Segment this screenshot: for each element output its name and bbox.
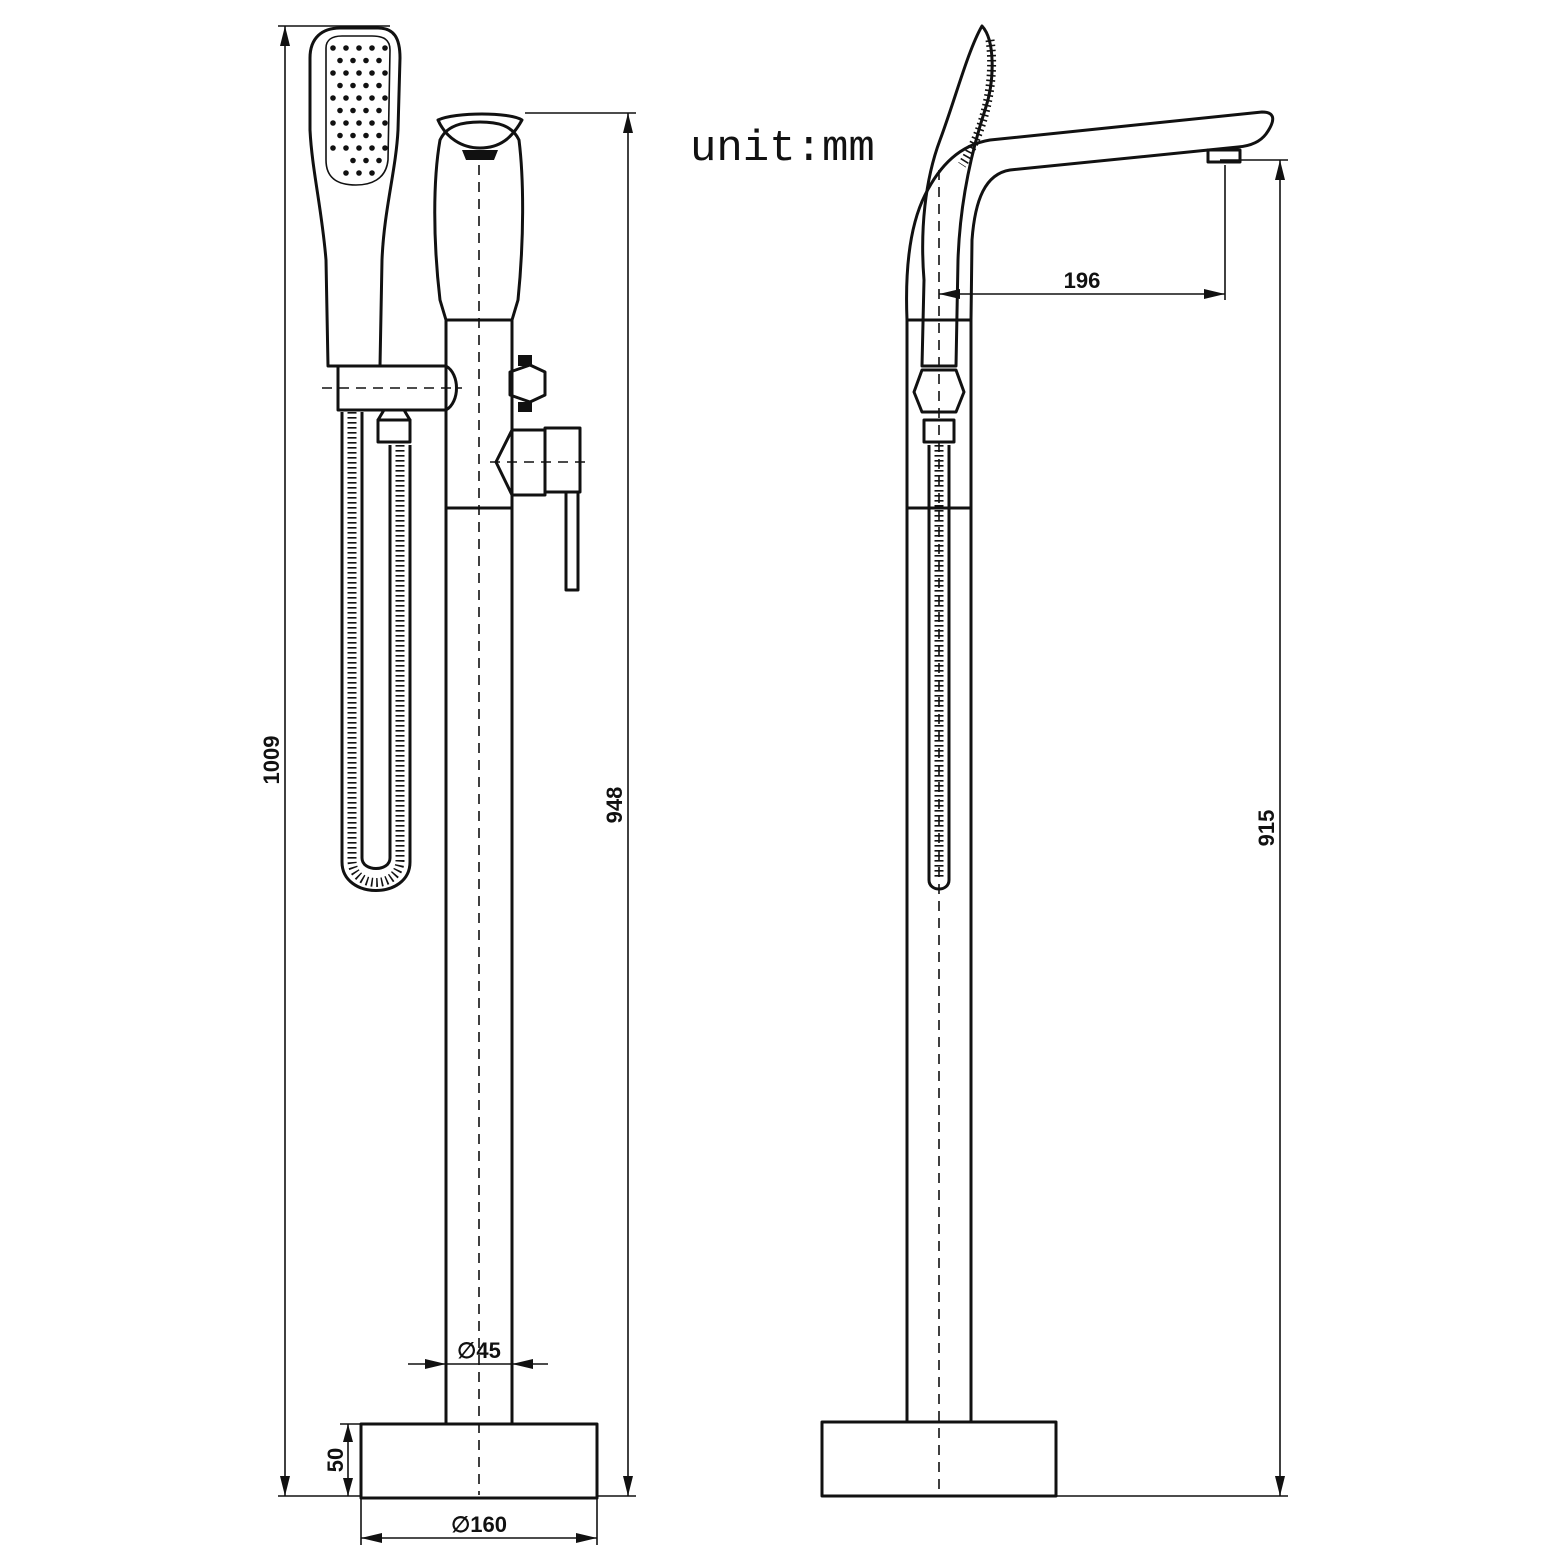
side-view xyxy=(820,24,1275,1498)
nozzle-dot xyxy=(350,132,356,139)
nozzle-dot xyxy=(376,82,382,89)
nozzle-dot xyxy=(369,120,375,126)
hose-outer-edge xyxy=(340,412,412,892)
nozzle-dot xyxy=(382,120,388,126)
side-hose-nut xyxy=(922,418,956,444)
diverter-knob-top xyxy=(518,355,532,366)
nozzle-dot xyxy=(350,107,356,114)
nozzle-dot xyxy=(369,95,375,101)
front-view xyxy=(308,26,599,1500)
front-spout-cap xyxy=(436,112,524,150)
side-spout-arm xyxy=(905,110,1275,322)
diverter-knob xyxy=(508,363,547,404)
dim-50-label: 50 xyxy=(323,1448,348,1472)
nozzle-dot xyxy=(356,145,362,151)
side-shower-holder xyxy=(912,368,966,414)
nozzle-dot xyxy=(343,45,349,51)
dim-45-arrow-left xyxy=(425,1359,446,1369)
dim-45-label: ∅45 xyxy=(457,1338,501,1363)
nozzle-dot xyxy=(343,95,349,101)
hand-shower-body xyxy=(308,26,402,368)
nozzle-dot xyxy=(350,157,356,164)
mixer-lever-hub xyxy=(543,426,582,494)
nozzle-dot xyxy=(369,170,375,176)
nozzle-dot xyxy=(356,95,362,101)
side-aerator xyxy=(1206,148,1242,164)
nozzle-dot xyxy=(356,70,362,76)
nozzle-dot xyxy=(337,82,343,89)
dim-160-label: ∅160 xyxy=(451,1512,507,1537)
nozzle-dot xyxy=(350,57,356,64)
flexible-hose xyxy=(347,412,405,887)
dim-160-arrow-left xyxy=(361,1533,382,1543)
nozzle-dot xyxy=(382,95,388,101)
diverter-knob-bottom xyxy=(518,402,532,412)
nozzle-dot xyxy=(343,170,349,176)
dim-948-arrow-bottom xyxy=(623,1476,633,1496)
unit-label: unit:mm xyxy=(690,124,875,174)
dim-45-arrow-right xyxy=(512,1359,533,1369)
dim-1009-arrow-top xyxy=(280,26,290,46)
dim-50-arrow-top xyxy=(343,1424,353,1442)
dim-915-arrow-bottom xyxy=(1275,1476,1285,1496)
hose-cone xyxy=(376,408,412,422)
nozzle-dot xyxy=(330,145,336,151)
nozzle-dot xyxy=(330,95,336,101)
nozzle-dot xyxy=(330,70,336,76)
side-shower-nozzles xyxy=(958,39,997,168)
dim-915-arrow-top xyxy=(1275,160,1285,180)
front-aerator xyxy=(462,150,498,160)
mixer-lever-handle xyxy=(564,490,580,592)
nozzle-dot xyxy=(356,45,362,51)
dim-915-label: 915 xyxy=(1254,810,1279,847)
dim-50-arrow-bottom xyxy=(343,1478,353,1496)
nozzle-dot xyxy=(337,57,343,64)
mixer-valve-body xyxy=(494,428,547,497)
nozzle-dot xyxy=(337,107,343,114)
nozzle-dot xyxy=(350,82,356,89)
nozzle-dot xyxy=(376,132,382,139)
nozzle-dot xyxy=(343,70,349,76)
dim-196-arrow-right xyxy=(1204,289,1225,299)
hose-inner-edge xyxy=(360,412,392,870)
dim-1009-arrow-bottom xyxy=(280,1476,290,1496)
dim-1009-label: 1009 xyxy=(259,736,284,785)
nozzle-dot xyxy=(343,120,349,126)
dimension-lines: 1009 948 915 196 50 ∅160 xyxy=(259,25,1288,1545)
nozzle-dot xyxy=(363,107,369,114)
side-base xyxy=(820,1420,1058,1498)
nozzle-dot xyxy=(369,70,375,76)
nozzle-dot xyxy=(363,132,369,139)
nozzle-dot xyxy=(369,45,375,51)
nozzle-dot xyxy=(343,145,349,151)
nozzle-dot xyxy=(337,132,343,139)
side-hand-shower xyxy=(920,24,994,368)
nozzle-dot xyxy=(382,145,388,151)
nozzle-dot xyxy=(382,70,388,76)
dim-948-arrow-top xyxy=(623,113,633,133)
nozzle-dot xyxy=(356,170,362,176)
hand-shower-nozzles xyxy=(330,45,388,176)
nozzle-dot xyxy=(330,120,336,126)
dim-160-arrow-right xyxy=(576,1533,597,1543)
nozzle-dot xyxy=(330,45,336,51)
hand-shower-spray-face xyxy=(325,35,391,186)
shower-holder-clamp xyxy=(444,364,458,412)
nozzle-dot xyxy=(376,107,382,114)
front-spout-head xyxy=(433,120,525,322)
nozzle-dot xyxy=(363,157,369,164)
dim-196-arrow-left xyxy=(939,289,960,299)
nozzle-dot xyxy=(382,45,388,51)
dim-196-label: 196 xyxy=(1064,268,1101,293)
nozzle-dot xyxy=(369,145,375,151)
nozzle-dot xyxy=(363,82,369,89)
hose-nut xyxy=(376,418,412,444)
dim-948-label: 948 xyxy=(602,787,627,824)
nozzle-dot xyxy=(376,157,382,164)
nozzle-dot xyxy=(376,57,382,64)
nozzle-dot xyxy=(356,120,362,126)
nozzle-dot xyxy=(363,57,369,64)
